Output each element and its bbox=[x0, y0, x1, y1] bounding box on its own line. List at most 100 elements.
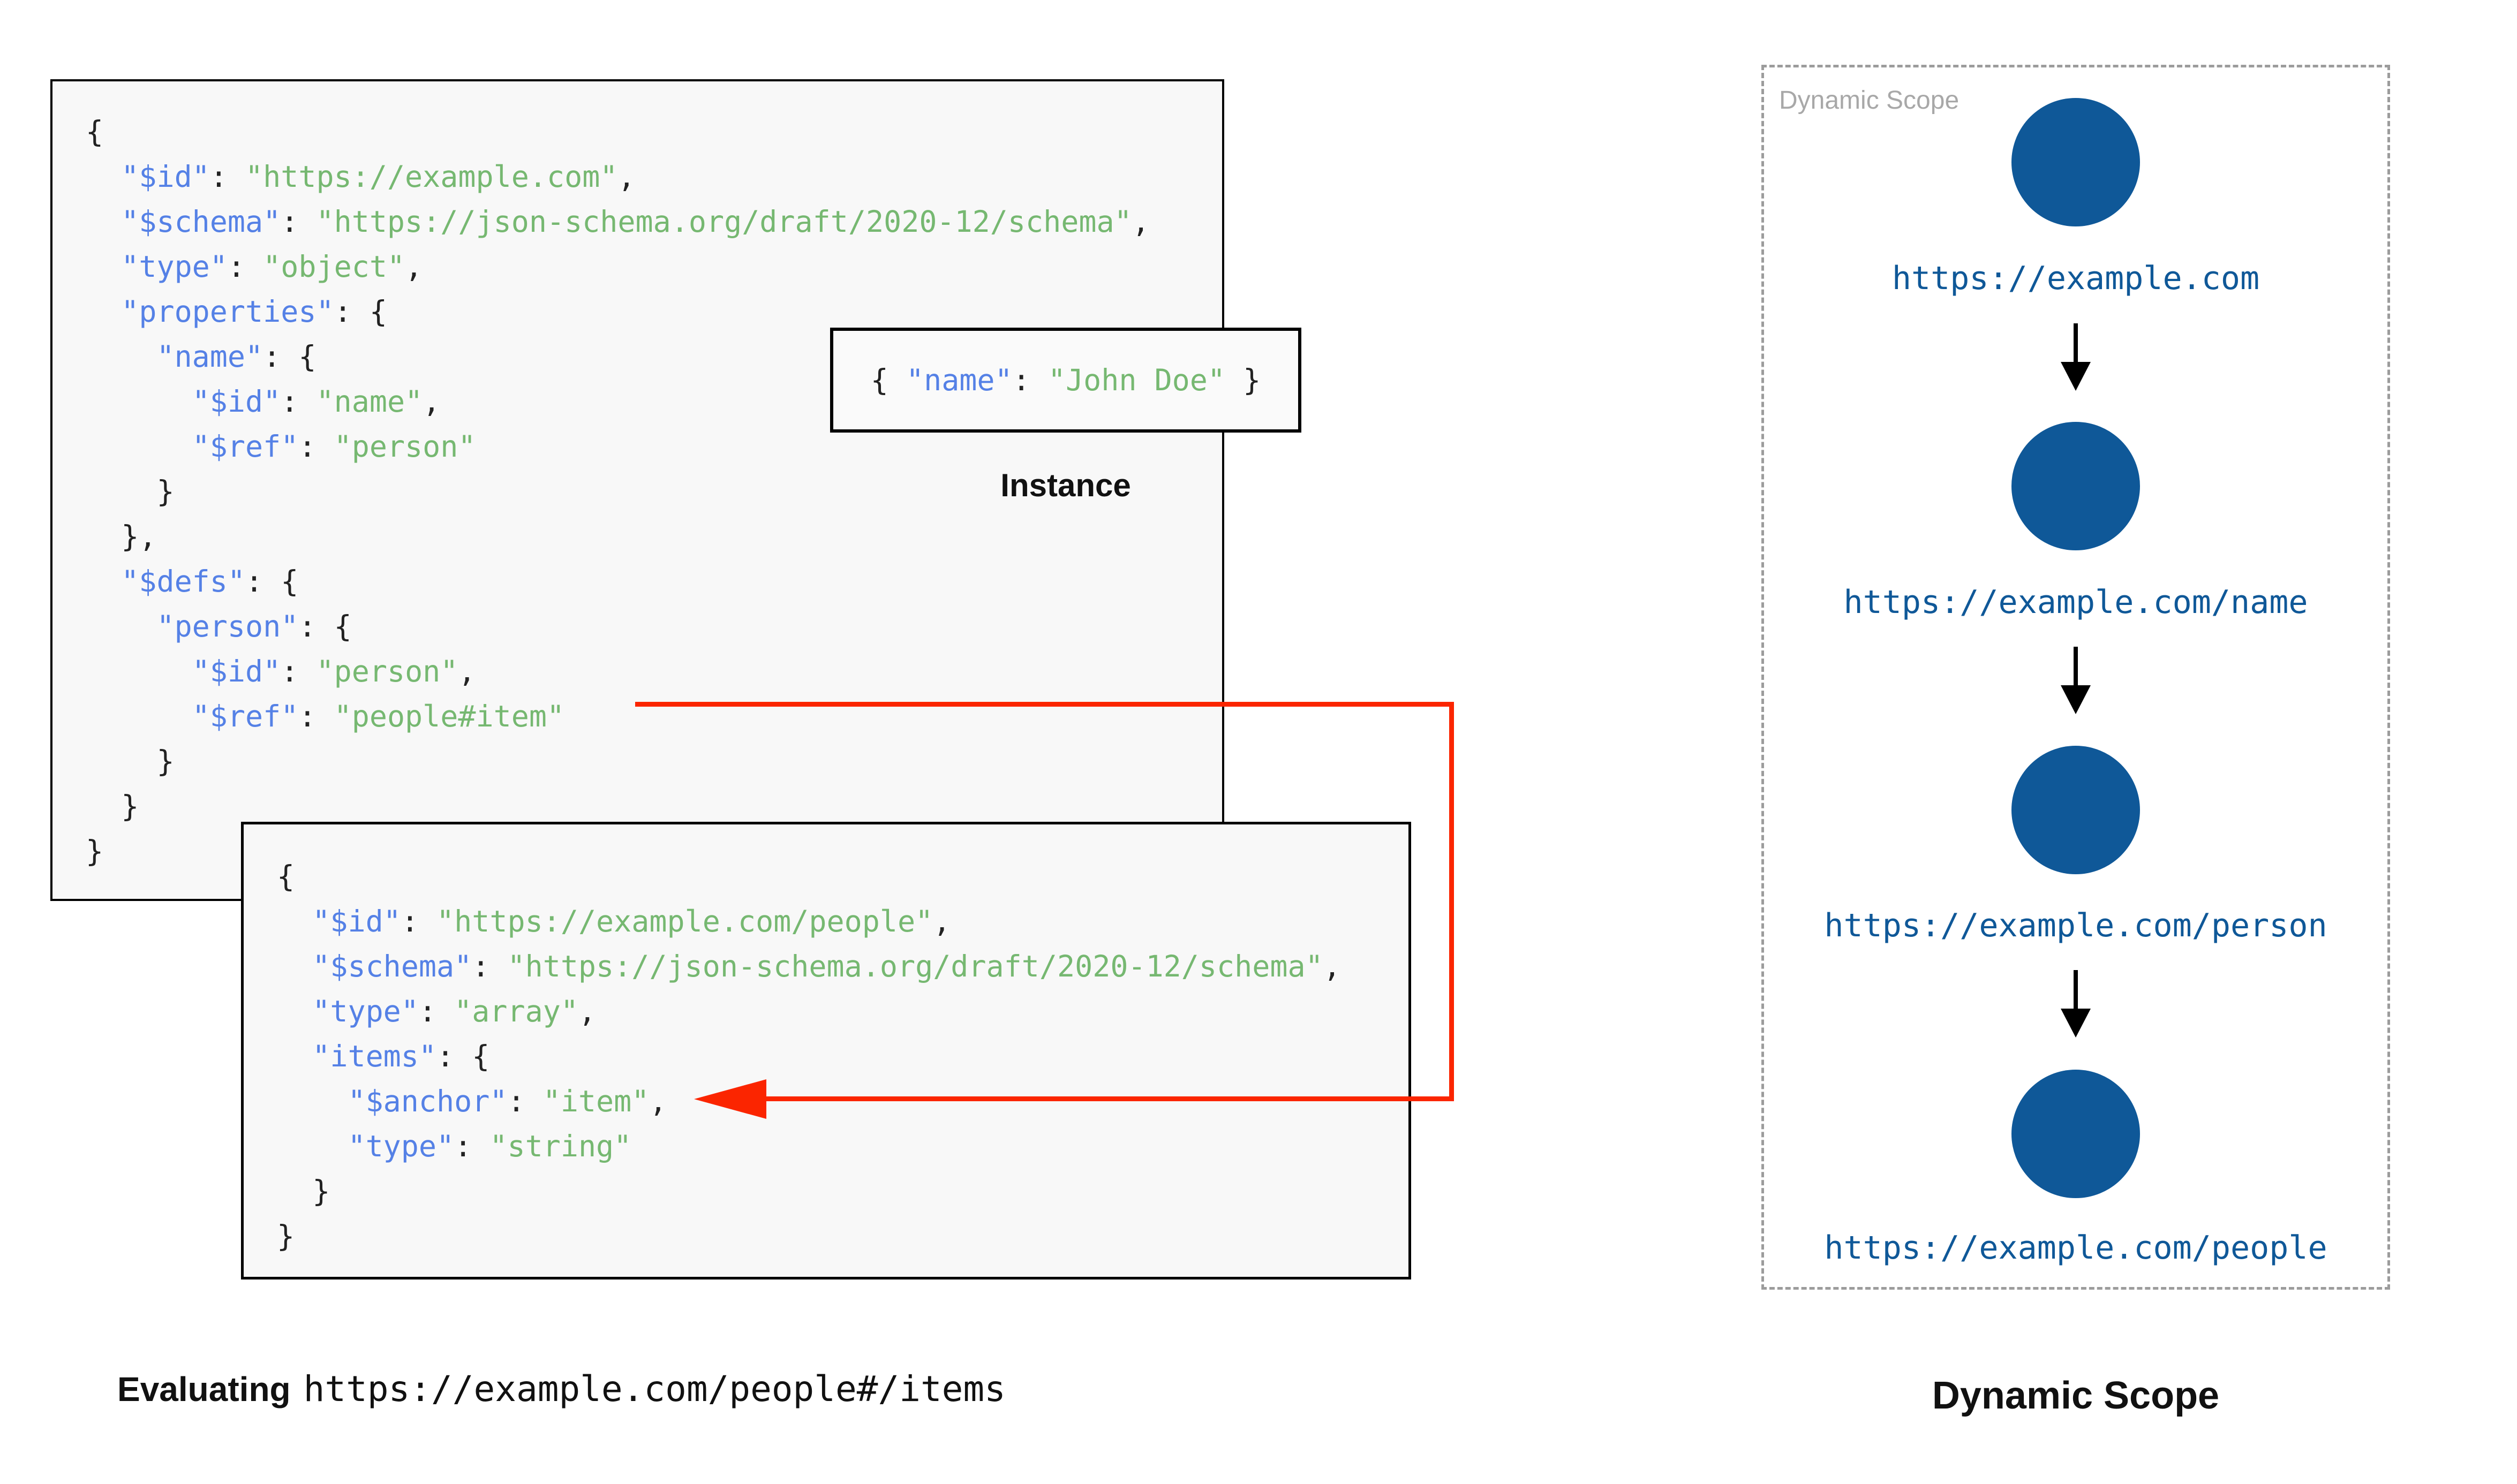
code-token: , bbox=[649, 1084, 667, 1118]
code-line: { "name": "John Doe" } bbox=[871, 358, 1261, 403]
code-token: : bbox=[298, 699, 334, 733]
code-token: , bbox=[933, 904, 951, 938]
code-token: "$id" bbox=[192, 654, 281, 688]
code-line: "type": "string" bbox=[277, 1124, 1408, 1169]
code-line: { bbox=[277, 854, 1408, 899]
instance-caption: Instance bbox=[1000, 467, 1131, 503]
code-token: "person" bbox=[156, 609, 299, 643]
code-line: "$id": "https://example.com/people", bbox=[277, 899, 1408, 944]
code-token: "array" bbox=[454, 994, 578, 1028]
code-token: : { bbox=[263, 339, 316, 374]
dynamic-scope-watermark: Dynamic Scope bbox=[1779, 86, 1960, 115]
code-token: "$ref" bbox=[192, 429, 299, 464]
code-token: "name" bbox=[316, 384, 423, 419]
code-line: "name": { bbox=[86, 334, 1222, 379]
code-line: { bbox=[86, 109, 1222, 154]
ref-connector-arrowhead-icon bbox=[694, 1079, 766, 1119]
scope-arrow-shaft bbox=[2074, 647, 2078, 688]
scope-node-circle bbox=[2011, 1070, 2140, 1198]
code-token bbox=[86, 429, 192, 464]
code-token: : { bbox=[334, 294, 387, 329]
code-token: "properties" bbox=[121, 294, 334, 329]
code-token bbox=[86, 609, 156, 643]
code-token: } bbox=[86, 474, 175, 509]
code-token: : bbox=[209, 160, 246, 194]
code-line: } bbox=[277, 1214, 1408, 1259]
code-token bbox=[86, 699, 192, 733]
code-token bbox=[86, 564, 121, 599]
people-schema-code: { "$id": "https://example.com/people", "… bbox=[277, 854, 1408, 1259]
code-token: : bbox=[298, 429, 334, 464]
code-line: "$defs": { bbox=[86, 559, 1222, 604]
code-line: "$ref": "people#item" bbox=[86, 694, 1222, 739]
code-token bbox=[86, 339, 156, 374]
evaluating-caption-uri: https://example.com/people#/items bbox=[303, 1368, 1006, 1410]
code-token: } bbox=[86, 834, 104, 868]
code-token bbox=[277, 1129, 348, 1163]
scope-arrow-head-icon bbox=[2061, 685, 2091, 714]
code-line: }, bbox=[86, 514, 1222, 559]
code-token: : bbox=[507, 1084, 543, 1118]
code-token bbox=[277, 994, 312, 1028]
code-token: , bbox=[458, 654, 476, 688]
people-schema-box: { "$id": "https://example.com/people", "… bbox=[241, 822, 1411, 1279]
scope-node-label: https://example.com/person bbox=[1824, 907, 2327, 944]
code-token: "John Doe" bbox=[1048, 363, 1226, 397]
code-token: , bbox=[405, 249, 423, 284]
code-token: : bbox=[281, 654, 316, 688]
code-token: : bbox=[281, 205, 316, 239]
code-token: } bbox=[86, 789, 139, 823]
code-token: { bbox=[870, 363, 906, 397]
code-token: : { bbox=[245, 564, 299, 599]
code-token: "https://json-schema.org/draft/2020-12/s… bbox=[316, 205, 1132, 239]
code-token: } bbox=[277, 1174, 330, 1208]
code-token bbox=[86, 384, 192, 419]
code-token: }, bbox=[86, 519, 157, 554]
code-line: "$id": "name", bbox=[86, 379, 1222, 424]
code-token: } bbox=[86, 744, 175, 778]
code-line: "$ref": "person" bbox=[86, 424, 1222, 469]
code-token: "person" bbox=[334, 429, 476, 464]
code-token bbox=[86, 249, 121, 284]
scope-arrow-shaft bbox=[2074, 323, 2078, 365]
code-token: { bbox=[86, 115, 104, 149]
scope-arrow-head-icon bbox=[2061, 1009, 2091, 1038]
code-token: , bbox=[423, 384, 441, 419]
code-line: "$id": "person", bbox=[86, 649, 1222, 694]
code-token: : { bbox=[436, 1039, 490, 1073]
code-token: , bbox=[578, 994, 597, 1028]
code-token bbox=[277, 1084, 348, 1118]
code-token: "https://example.com" bbox=[245, 160, 618, 194]
ref-connector-line-top bbox=[635, 702, 1454, 707]
code-line: } bbox=[86, 784, 1222, 829]
scope-arrow-shaft bbox=[2074, 970, 2078, 1012]
code-token: "items" bbox=[312, 1039, 437, 1073]
scope-node-label: https://example.com bbox=[1891, 260, 2260, 297]
evaluating-caption: Evaluating https://example.com/people#/i… bbox=[117, 1368, 1006, 1410]
code-token: "type" bbox=[312, 994, 419, 1028]
code-token bbox=[277, 1039, 312, 1073]
code-token: "string" bbox=[489, 1129, 632, 1163]
code-line: } bbox=[86, 469, 1222, 514]
code-token: "$id" bbox=[312, 904, 401, 938]
code-token: "$defs" bbox=[121, 564, 246, 599]
code-line: "$schema": "https://json-schema.org/draf… bbox=[277, 944, 1408, 989]
code-token: , bbox=[617, 160, 636, 194]
code-token: "type" bbox=[348, 1129, 455, 1163]
code-token: : bbox=[401, 904, 437, 938]
code-token bbox=[277, 904, 312, 938]
code-token: : { bbox=[298, 609, 352, 643]
instance-code: { "name": "John Doe" } bbox=[871, 358, 1261, 403]
code-token: : bbox=[1012, 363, 1048, 397]
code-line: } bbox=[86, 829, 1222, 874]
code-token bbox=[86, 654, 192, 688]
code-token: "name" bbox=[156, 339, 263, 374]
code-token: } bbox=[1225, 363, 1261, 397]
root-schema-box: { "$id": "https://example.com", "$schema… bbox=[50, 79, 1224, 901]
scope-node-circle bbox=[2011, 98, 2140, 226]
scope-arrow-head-icon bbox=[2061, 362, 2091, 391]
code-line: "type": "array", bbox=[277, 989, 1408, 1034]
scope-node-circle bbox=[2011, 746, 2140, 874]
code-token: , bbox=[1323, 949, 1341, 983]
